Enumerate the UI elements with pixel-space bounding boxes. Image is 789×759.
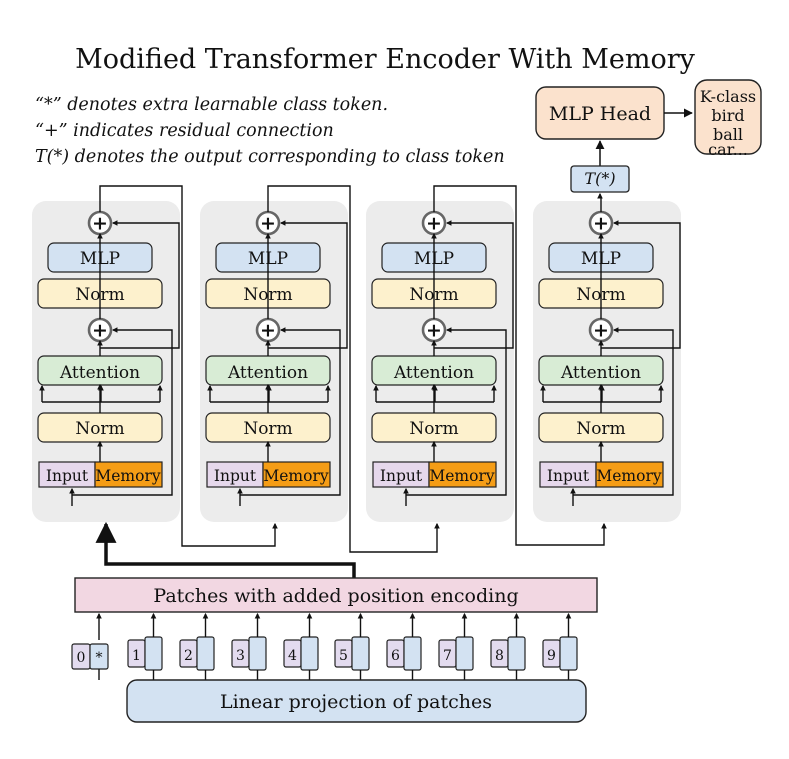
patch-token-7 [455, 636, 474, 671]
patch-token-3 [248, 636, 267, 671]
tstar-label: T(*) [584, 169, 615, 188]
plus-sign: + [593, 213, 609, 235]
patch-token-2 [196, 636, 215, 671]
legend-notes: “*” denotes extra learnable class token.… [35, 95, 505, 167]
note-residual: “+” indicates residual connection [35, 121, 334, 141]
plus-sign: + [593, 320, 609, 342]
connection-2 [267, 185, 440, 553]
residual-connection-mlp [601, 220, 681, 349]
memory-box [428, 461, 497, 488]
plus-sign: + [92, 320, 108, 342]
input-label: Input [547, 467, 590, 485]
plus-sign: + [260, 213, 276, 235]
token-0-label: 0 [77, 650, 86, 666]
norm-label: Norm [75, 419, 124, 439]
class-bird: bird [711, 106, 744, 125]
class-ball: ball [713, 125, 743, 144]
position-label-7: 7 [443, 648, 452, 664]
residual-add-top: + [421, 210, 447, 236]
residual-connection-attention [406, 327, 507, 496]
class-car: car... [708, 140, 748, 159]
token-row: 0 * 1 2 3 4 5 6 7 8 9 [71, 612, 578, 680]
memory-label: Memory [95, 467, 160, 485]
attention-label: Attention [560, 363, 641, 383]
classes-title: K-class [700, 87, 756, 106]
residual-add-top: + [87, 210, 113, 236]
linear-projection-label: Linear projection of patches [220, 691, 492, 713]
plus-sign: + [260, 320, 276, 342]
residual-connection-attention [72, 327, 173, 496]
patch-token-1 [144, 636, 163, 671]
residual-add-bottom: + [87, 317, 113, 343]
residual-add-bottom: + [588, 317, 614, 343]
residual-add-bottom: + [421, 317, 447, 343]
position-label-5: 5 [339, 648, 348, 664]
block-connections [95, 185, 607, 578]
tstar-box [570, 165, 630, 193]
memory-box [262, 461, 331, 488]
attention-label: Attention [227, 363, 308, 383]
patch-token-8 [507, 636, 526, 671]
residual-add-top: + [255, 210, 281, 236]
position-label-8: 8 [495, 648, 504, 664]
input-box [38, 461, 96, 488]
residual-connection-mlp [268, 220, 348, 349]
residual-connection-mlp [100, 220, 180, 349]
position-label-2: 2 [184, 648, 193, 664]
plus-sign: + [92, 213, 108, 235]
position-label-4: 4 [288, 648, 297, 664]
attention-label: Attention [59, 363, 140, 383]
input-box [372, 461, 430, 488]
position-label-9: 9 [547, 648, 556, 664]
class-token-label: * [96, 650, 103, 666]
norm-label: Norm [243, 419, 292, 439]
patch-token-4 [300, 636, 319, 671]
patches-label: Patches with added position encoding [153, 585, 518, 607]
residual-add-top: + [588, 210, 614, 236]
input-box [206, 461, 264, 488]
position-label-1: 1 [132, 648, 141, 664]
connection-3 [433, 185, 607, 546]
memory-box [94, 461, 163, 488]
input-label: Input [380, 467, 423, 485]
input-label: Input [214, 467, 257, 485]
linear-projection-box [126, 679, 587, 723]
classes-box [694, 79, 762, 155]
input-label: Input [46, 467, 89, 485]
memory-box [595, 461, 664, 488]
position-label-3: 3 [236, 648, 245, 664]
memory-label: Memory [596, 467, 661, 485]
memory-label: Memory [429, 467, 494, 485]
note-class-token: “*” denotes extra learnable class token. [35, 95, 388, 115]
diagram-title: Modified Transformer Encoder With Memory [75, 44, 696, 75]
residual-add-bottom: + [255, 317, 281, 343]
residual-connection-mlp [434, 220, 514, 349]
norm-label: Norm [576, 419, 625, 439]
patch-token-6 [403, 636, 422, 671]
plus-sign: + [426, 320, 442, 342]
norm-label: Norm [409, 419, 458, 439]
mlp-head-label: MLP Head [549, 103, 651, 125]
memory-label: Memory [263, 467, 328, 485]
patch-token-9 [559, 636, 578, 671]
patches-bar [74, 577, 598, 613]
connection-1 [99, 185, 278, 547]
plus-sign: + [426, 213, 442, 235]
residual-connection-attention [240, 327, 341, 496]
patch-token-5 [351, 636, 370, 671]
residual-connection-attention [573, 327, 674, 496]
patches-to-encoder-arrow [95, 521, 356, 578]
position-label-6: 6 [391, 648, 400, 664]
note-output: T(*) denotes the output corresponding to… [35, 147, 505, 167]
attention-label: Attention [393, 363, 474, 383]
